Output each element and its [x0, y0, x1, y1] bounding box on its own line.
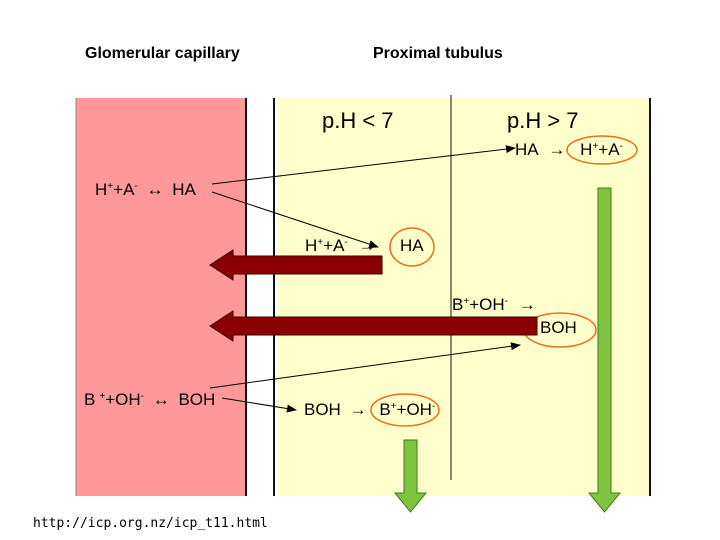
eq-tubule-base-low: BOH → B++OH- [304, 400, 435, 419]
header-proximal-tubulus: Proximal tubulus [373, 45, 503, 62]
tubulus-region [277, 98, 650, 496]
red-arrow-base-reabsorption [209, 310, 538, 342]
eq-blood-base: B++OH- ↔ BOH [84, 384, 215, 409]
green-arrow-right-excretion [587, 187, 622, 513]
header-glomerular-capillary: Glomerular capillary [85, 45, 240, 62]
circle-b-plus-low [370, 393, 440, 427]
ph-low-label: p.H < 7 [322, 108, 394, 133]
eq-tubule-base-mid-product: BOH [540, 318, 577, 337]
arrow-acid-to-tubule [211, 191, 379, 248]
eq-tubule-base-mid: B++OH- → [452, 289, 536, 314]
eq-top-right: HA → H++A- [515, 140, 623, 159]
eq-tubule-acid: H++A- → [305, 230, 375, 255]
ph-high-label: p.H > 7 [507, 108, 579, 133]
red-arrow-acid-reabsorption [209, 249, 383, 281]
capillary-region [76, 98, 246, 496]
circle-ha-tubule [389, 227, 435, 267]
arrow-base-to-low [221, 397, 297, 413]
eq-blood-acid: H++A- ↔ HA [95, 174, 196, 199]
source-url: http://icp.org.nz/icp_t11.html [33, 516, 268, 531]
circle-a-minus-top [566, 135, 638, 165]
green-arrow-left-excretion [393, 439, 428, 513]
eq-tubule-acid-product: HA [400, 236, 424, 255]
arrow-base-to-mid [209, 342, 521, 389]
arrow-ha-to-top-right [211, 145, 516, 185]
